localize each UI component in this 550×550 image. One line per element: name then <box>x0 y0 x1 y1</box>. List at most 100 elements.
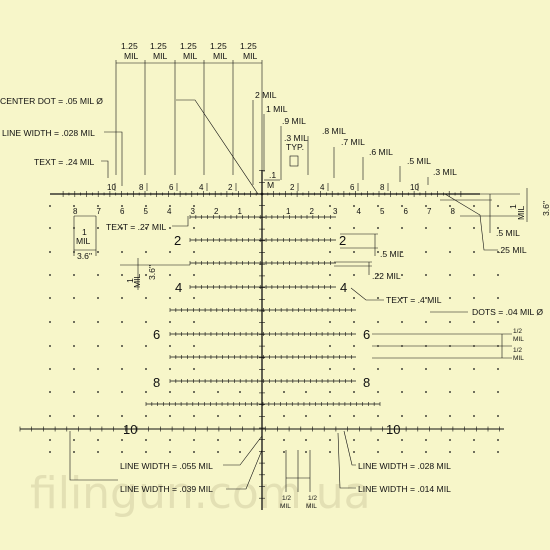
lower-scale-number-right: 5 <box>380 207 385 216</box>
grid-dot <box>449 368 451 370</box>
grid-dot <box>283 451 285 453</box>
grid-dot <box>497 205 499 207</box>
grid-dot <box>239 415 241 417</box>
grid-dot <box>401 274 403 276</box>
grid-dot <box>425 391 427 393</box>
grid-dot <box>473 297 475 299</box>
lower-scale-number-left: 4 <box>167 207 172 216</box>
grid-dot <box>473 415 475 417</box>
grid-dot <box>193 321 195 323</box>
grid-dot <box>97 274 99 276</box>
lower-scale-number-right: 2 <box>310 207 315 216</box>
upper-scale-number: 10 <box>410 183 419 192</box>
lower-scale-number-left: 5 <box>144 207 149 216</box>
grid-dot <box>377 368 379 370</box>
grid-dot <box>121 439 123 441</box>
grid-dot <box>353 321 355 323</box>
row-num-10-right: 10 <box>386 422 400 437</box>
row-num-2-left: 2 <box>174 233 181 248</box>
grid-dot <box>497 391 499 393</box>
grid-dot <box>497 368 499 370</box>
right-dimensions: 1 MIL 3.6" .5 MIL .25 MIL .5 MIL .22 MIL… <box>334 188 550 362</box>
lower-scale-number-right: 7 <box>427 207 432 216</box>
grid-dot <box>97 205 99 207</box>
grid-dot <box>401 321 403 323</box>
grid-dot <box>377 439 379 441</box>
grid-dot <box>49 415 51 417</box>
dim-03mil: .3 MIL <box>433 167 457 177</box>
grid-dot <box>145 205 147 207</box>
grid-dot <box>449 415 451 417</box>
grid-dot <box>97 368 99 370</box>
grid-dot <box>97 251 99 253</box>
dim-07mil: .7 MIL <box>341 137 365 147</box>
grid-dot <box>73 439 75 441</box>
grid-dot <box>473 251 475 253</box>
grid-dot <box>305 415 307 417</box>
grid-dot <box>145 274 147 276</box>
grid-dot <box>145 321 147 323</box>
row-num-8-left: 8 <box>153 375 160 390</box>
grid-dot <box>353 297 355 299</box>
spacing-unit-4: MIL <box>213 51 228 61</box>
grid-dot <box>239 451 241 453</box>
grid-dot <box>353 451 355 453</box>
grid-dot <box>121 205 123 207</box>
lower-scale-number-right: 4 <box>357 207 362 216</box>
grid-dot <box>329 345 331 347</box>
grid-dot <box>497 251 499 253</box>
lower-scale-number-left: 2 <box>214 207 219 216</box>
grid-dot <box>49 297 51 299</box>
bottom-half-mil-2: MIL <box>306 503 317 510</box>
upper-scale-number: 2 <box>228 183 233 192</box>
grid-dot <box>329 321 331 323</box>
left-one-b: 1 <box>125 278 135 283</box>
text-027-label: TEXT = .27 MIL <box>106 222 166 232</box>
spacing-dimension: 1.25 MIL 1.25 MIL 1.25 MIL 1.25 MIL 1.25… <box>115 41 263 175</box>
grid-dot <box>497 415 499 417</box>
upper-scale-number: 6 <box>350 183 355 192</box>
grid-dot <box>193 251 195 253</box>
grid-dot <box>497 297 499 299</box>
center-dot <box>260 192 264 196</box>
grid-dot <box>193 451 195 453</box>
grid-dot <box>169 321 171 323</box>
grid-dot <box>169 345 171 347</box>
grid-dot <box>473 451 475 453</box>
upper-scale-number: 8 <box>139 183 144 192</box>
grid-dot <box>193 391 195 393</box>
right-022mil: .22 MIL <box>372 271 401 281</box>
grid-dot <box>239 391 241 393</box>
right-05mil-b: .5 MIL <box>380 249 404 259</box>
lower-scale-number-right: 1 <box>286 207 291 216</box>
grid-dot <box>449 439 451 441</box>
grid-dot <box>145 439 147 441</box>
grid-dot <box>283 439 285 441</box>
grid-dot <box>425 297 427 299</box>
grid-dot <box>497 227 499 229</box>
grid-dot <box>283 391 285 393</box>
dim-05mil: .5 MIL <box>407 156 431 166</box>
left-callouts: CENTER DOT = .05 MIL Ø LINE WIDTH = .028… <box>0 96 259 232</box>
grid-dot <box>145 345 147 347</box>
grid-dot <box>473 391 475 393</box>
grid-dot <box>193 345 195 347</box>
lower-scale-number-left: 6 <box>120 207 125 216</box>
grid-dot <box>169 251 171 253</box>
grid-dot <box>169 439 171 441</box>
grid-dot <box>305 391 307 393</box>
spacing-unit-5: MIL <box>243 51 258 61</box>
grid-dot <box>145 368 147 370</box>
grid-dot <box>97 391 99 393</box>
dot-grid <box>49 192 499 453</box>
grid-dot <box>473 274 475 276</box>
grid-dot <box>121 297 123 299</box>
grid-dot <box>377 205 379 207</box>
grid-dot <box>145 391 147 393</box>
grid-dot <box>497 439 499 441</box>
grid-dot <box>329 368 331 370</box>
dim-09mil: .9 MIL <box>282 116 306 126</box>
grid-dot <box>425 451 427 453</box>
grid-dot <box>145 297 147 299</box>
grid-dot <box>193 297 195 299</box>
